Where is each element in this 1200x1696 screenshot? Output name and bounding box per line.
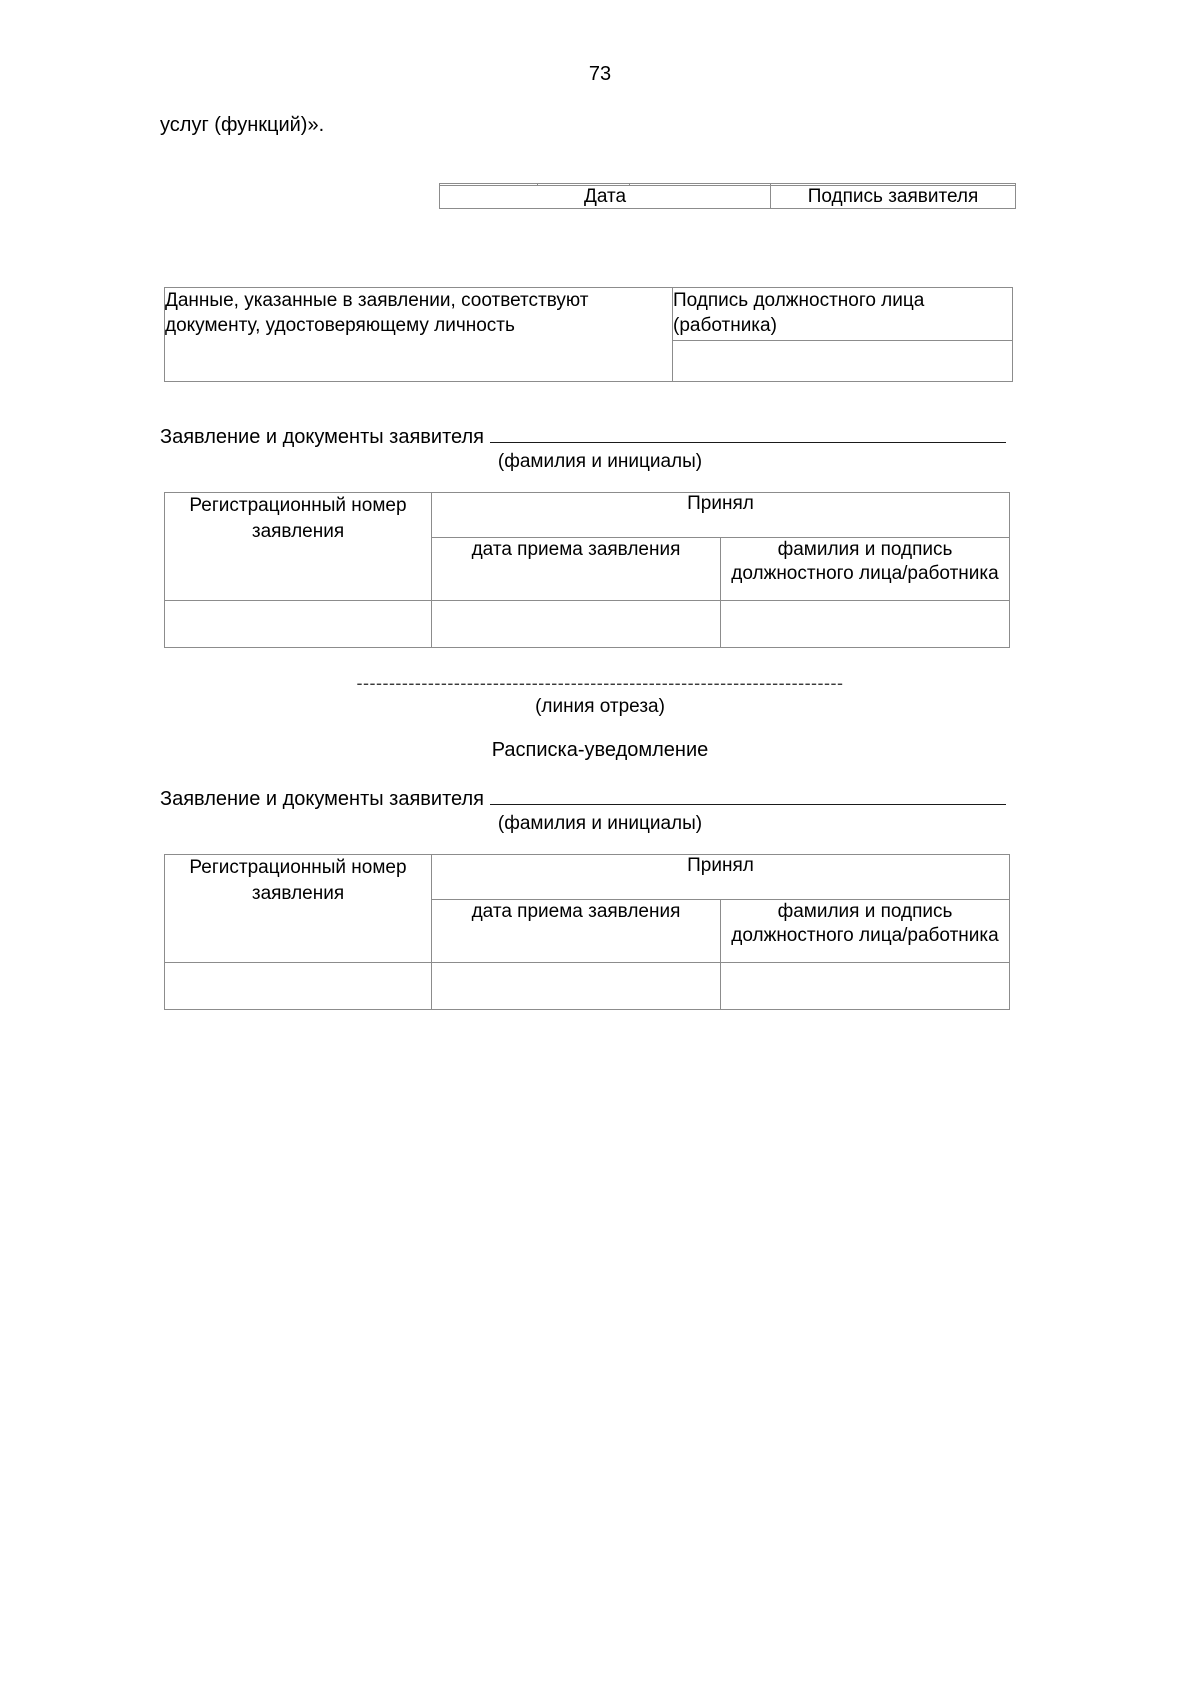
data-matches-id-document-text: Данные, указанные в заявлении, соответст… — [164, 287, 673, 382]
applicant-documents-line-1: Заявление и документы заявителя — [160, 424, 1006, 450]
official-name-signature-cell-2[interactable] — [720, 962, 1010, 1010]
applicant-name-input-2[interactable] — [489, 786, 1006, 805]
table-row — [164, 600, 1010, 648]
acceptance-date-cell-2[interactable] — [431, 962, 721, 1010]
table-row — [164, 962, 1010, 1010]
applicant-name-input-1[interactable] — [489, 424, 1006, 443]
applicant-signature-label: Подпись заявителя — [770, 185, 1016, 209]
registration-number-header-2: Регистрационный номер заявления — [164, 854, 432, 963]
applicant-name-caption-1: (фамилия и инициалы) — [497, 451, 703, 472]
cut-line-dashes: ----------------------------------------… — [356, 673, 844, 693]
receipt-notification-title: Расписка-уведомление — [491, 739, 709, 761]
official-signature-label: Подпись должностного лица (работника) — [672, 287, 1013, 341]
registration-number-cell-1[interactable] — [164, 600, 432, 648]
acceptance-date-header-2: дата приема заявления — [431, 899, 721, 963]
table-row: Данные, указанные в заявлении, соответст… — [164, 287, 1013, 382]
official-signature-cell[interactable] — [672, 340, 1013, 382]
registration-number-cell-2[interactable] — [164, 962, 432, 1010]
table-row — [165, 340, 1013, 382]
lead-paragraph: услуг (функций)». — [160, 114, 325, 136]
table-row: Регистрационный номер заявления Принял — [164, 854, 1010, 963]
acceptance-date-cell-1[interactable] — [431, 600, 721, 648]
table-row: дата приема заявления фамилия и подпись … — [165, 899, 1010, 963]
table-row: Дата Подпись заявителя — [439, 185, 1016, 209]
data-verification-table: Данные, указанные в заявлении, соответст… — [164, 287, 1013, 382]
acceptance-date-header-1: дата приема заявления — [431, 537, 721, 601]
applicant-documents-label-2: Заявление и документы заявителя — [160, 788, 484, 810]
accepted-header-2: Принял — [431, 854, 1010, 900]
page-number: 73 — [588, 63, 612, 85]
date-signature-table: Дата Подпись заявителя — [439, 183, 1016, 209]
official-name-signature-cell-1[interactable] — [720, 600, 1010, 648]
applicant-documents-label-1: Заявление и документы заявителя — [160, 426, 484, 448]
registration-number-header-1: Регистрационный номер заявления — [164, 492, 432, 601]
table-row: дата приема заявления фамилия и подпись … — [165, 537, 1010, 601]
official-name-signature-header-2: фамилия и подпись должностного лица/рабо… — [720, 899, 1010, 963]
applicant-documents-line-2: Заявление и документы заявителя — [160, 786, 1006, 812]
table-row: Регистрационный номер заявления Принял — [164, 492, 1010, 601]
official-name-signature-header-1: фамилия и подпись должностного лица/рабо… — [720, 537, 1010, 601]
registration-table-1: Регистрационный номер заявления Принял д… — [164, 492, 1010, 648]
registration-table-2: Регистрационный номер заявления Принял д… — [164, 854, 1010, 1010]
applicant-name-caption-2: (фамилия и инициалы) — [497, 813, 703, 834]
cut-line-caption: (линия отреза) — [535, 696, 665, 717]
accepted-header-1: Принял — [431, 492, 1010, 538]
date-label: Дата — [439, 185, 771, 209]
